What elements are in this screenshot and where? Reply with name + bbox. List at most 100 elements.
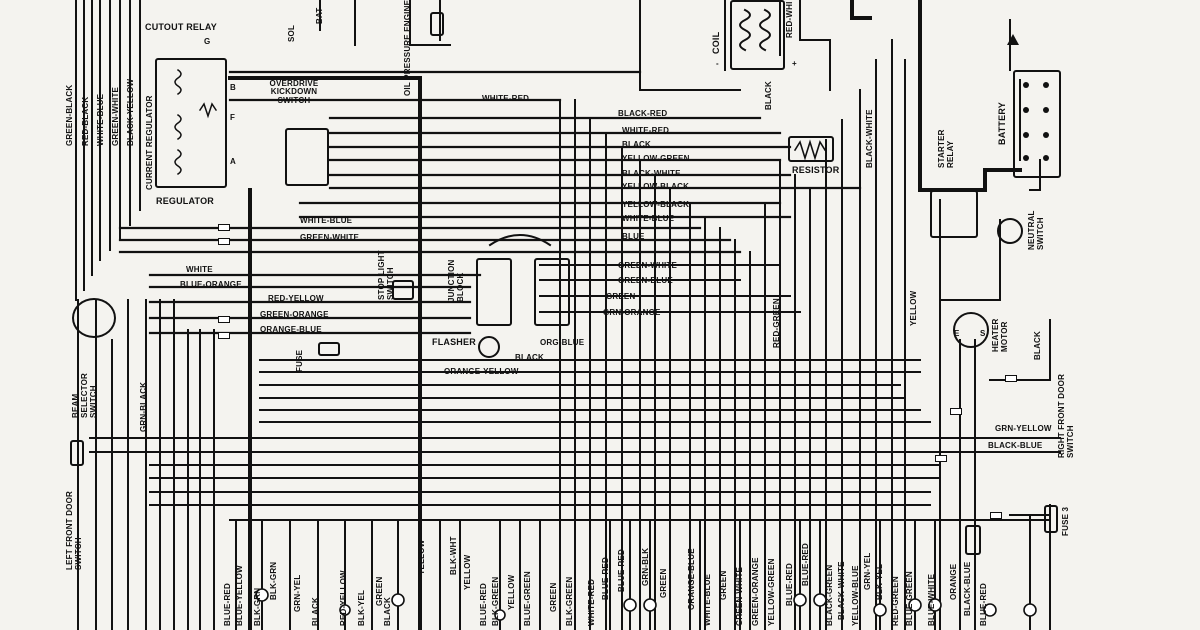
wire-label: GREEN xyxy=(659,568,668,598)
wire-label: YELLOW xyxy=(507,574,516,610)
wire-label: RED-YELLOW xyxy=(339,570,348,626)
connector xyxy=(935,455,947,462)
wire-label: GREEN-WHITE xyxy=(300,233,360,242)
flasher-body xyxy=(478,336,500,358)
starter-relay-box xyxy=(930,190,978,238)
wire-label: BLK-GREEN xyxy=(491,576,500,626)
wire-label: YELLOW xyxy=(417,539,426,575)
wire-label: BLUE-YELLOW xyxy=(235,565,244,626)
stop-light-switch-label: STOP LIGHT SWITCH xyxy=(377,250,395,300)
wire-label: ORANGE-BLUE xyxy=(260,325,322,334)
junction-curve xyxy=(488,234,552,247)
right-front-door-switch-label: RIGHT FRONT DOOR SWITCH xyxy=(1057,373,1075,458)
wire-label: BLACK-GREEN xyxy=(825,564,834,626)
terminal-sol: SOL xyxy=(287,24,296,42)
cutout-relay-label: CUTOUT RELAY xyxy=(145,22,217,32)
wire-label: ORANGE-YELLOW xyxy=(444,367,519,376)
battery-label: BATTERY xyxy=(997,102,1007,145)
wire-label: WHITE-RED xyxy=(587,578,596,626)
battery-cells xyxy=(1023,82,1049,161)
heater-terminal-s: S xyxy=(980,329,986,338)
lower-right-fuse-body xyxy=(965,525,981,555)
wire-label: BLACK xyxy=(1033,331,1042,360)
starter-relay-label: STARTER RELAY xyxy=(937,129,955,168)
connector xyxy=(218,316,230,323)
resistor-label: RESISTOR xyxy=(792,165,840,175)
wire-label: GRN-YEL xyxy=(293,574,302,612)
overdrive-kickdown-switch-label: OVERDRIVE KICKDOWN SWITCH xyxy=(269,79,319,105)
resistor-zigzag xyxy=(793,139,827,161)
wire-label: BLACK-RED xyxy=(618,109,668,118)
wire-label: BLUE-GREEN xyxy=(523,571,532,626)
wire-label: BLUE-ORANGE xyxy=(180,280,242,289)
wire-label: BLK-GREEN xyxy=(565,576,574,626)
connector xyxy=(218,224,230,231)
connector xyxy=(990,512,1002,519)
current-regulator-label: CURRENT REGULATOR xyxy=(145,95,154,190)
wire-label: BLUE-RED xyxy=(801,543,810,586)
wire-label: GRN-BLK xyxy=(641,547,650,586)
fuse-body xyxy=(318,342,340,356)
wire-label: ORANGE-BLUE xyxy=(687,548,696,610)
wire-label: BLACK xyxy=(383,597,392,626)
wire-label: WHITE-BLUE xyxy=(300,216,353,225)
regulator-coils xyxy=(174,68,218,176)
wire-label: GRN-ORANGE xyxy=(603,308,661,317)
oil-pressure-label: OIL PRESSURE ENGINE SWITCH xyxy=(403,0,412,96)
coil-terminal-plus: + xyxy=(792,59,797,68)
wire-label: WHITE-BLUE xyxy=(703,573,712,626)
right-wires xyxy=(939,19,1051,630)
resistor-box xyxy=(788,136,834,162)
coil-terminal-minus: - xyxy=(716,59,719,68)
wire-label: RED-YELLOW xyxy=(268,294,324,303)
wire-label: GREEN-BLACK xyxy=(65,84,74,146)
wire-label: BLACK-WHITE xyxy=(865,109,874,168)
wire-label: GREEN-WHITE xyxy=(618,261,678,270)
wire-label: BLACK xyxy=(764,81,773,110)
connector xyxy=(218,332,230,339)
wire-label: WHITE-RED xyxy=(622,126,670,135)
wire-label: BLACK-BLUE xyxy=(963,561,972,616)
coil-label: COIL xyxy=(711,31,721,54)
wire-label: WHITE-BLUE xyxy=(96,93,105,146)
wire-label: RED-BLACK xyxy=(81,96,90,146)
wire-label: BLK-YEL xyxy=(875,563,884,600)
wire-label: BLK-GRN xyxy=(269,561,278,600)
wire-label: YELLOW-BLUE xyxy=(851,565,860,626)
wire-label: ORG-BLUE xyxy=(540,338,585,347)
wire-label: GREEN-BLUE xyxy=(618,276,673,285)
regulator-label: REGULATOR xyxy=(156,196,214,206)
wire-label: ORANGE xyxy=(949,563,958,600)
battery-positive-arrow-icon xyxy=(1007,34,1019,45)
wire-label: GRN-YEL xyxy=(863,552,872,590)
wire-label: WHITE-BLUE xyxy=(622,214,675,223)
terminal-bat: BAT xyxy=(315,7,324,24)
wire-label: BLUE-RED xyxy=(617,549,626,592)
wire-label: GRN-BLACK xyxy=(139,381,148,432)
wire-label: WHITE xyxy=(186,265,213,274)
wire-label: BLUE-RED xyxy=(979,583,988,626)
wire-label: BLUE-GREEN xyxy=(905,571,914,626)
junction-block-label: JUNCTION BLOCK xyxy=(447,259,465,303)
battery-box xyxy=(1013,70,1061,178)
coil-winding xyxy=(739,8,771,52)
wire-label: BLUE-RED xyxy=(601,557,610,600)
left-front-door-switch-body xyxy=(70,440,84,466)
wire-label: BLACK xyxy=(622,140,651,149)
beam-selector-switch-body xyxy=(72,298,116,338)
left-front-door-switch-label: LEFT FRONT DOOR SWITCH xyxy=(65,491,83,570)
wire-label: BLUE-RED xyxy=(785,563,794,606)
terminal-g: G xyxy=(204,37,211,46)
fuse3-body xyxy=(1044,505,1058,533)
wire-label: BLACK-WHITE xyxy=(622,169,681,178)
wire-label: BLUE-RED xyxy=(223,583,232,626)
heater-motor-label: HEATER MOTOR xyxy=(991,318,1009,353)
neutral-switch-body xyxy=(997,218,1023,244)
wire-label: RED-WHI xyxy=(785,1,794,38)
wire-label: BLACK-BLUE xyxy=(988,441,1043,450)
terminal-f: F xyxy=(230,113,236,122)
wire-label: BLACK xyxy=(311,597,320,626)
wire-label: BLACK-WHITE xyxy=(837,561,846,620)
coil-box xyxy=(730,0,785,70)
neutral-switch-label: NEUTRAL SWITCH xyxy=(1027,210,1045,250)
